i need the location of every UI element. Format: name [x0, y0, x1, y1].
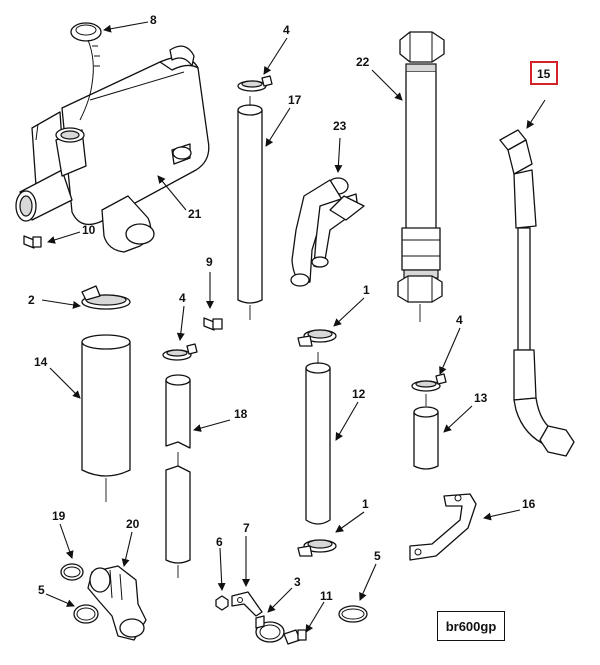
callout-4b[interactable]: 4	[179, 291, 186, 305]
clamp-1b	[297, 539, 337, 557]
hose-12	[305, 352, 331, 525]
callout-15[interactable]: 15	[537, 67, 551, 81]
callout-7[interactable]: 7	[243, 521, 250, 535]
callout-8[interactable]: 8	[150, 13, 157, 27]
highlight-box	[530, 61, 558, 85]
muffler-housing	[15, 45, 210, 253]
callout-1b[interactable]: 1	[362, 497, 369, 511]
clip-7	[231, 591, 263, 617]
clamp-4b	[162, 343, 198, 361]
bolt-9	[203, 317, 223, 331]
callout-19[interactable]: 19	[52, 509, 66, 523]
callout-6[interactable]: 6	[216, 535, 223, 549]
filler-cap	[70, 22, 102, 121]
callout-17[interactable]: 17	[288, 93, 302, 107]
elbow-20	[87, 565, 147, 641]
callout-5a[interactable]: 5	[38, 583, 45, 597]
callout-20[interactable]: 20	[126, 517, 140, 531]
callout-12[interactable]: 12	[352, 387, 366, 401]
callout-3[interactable]: 3	[294, 575, 301, 589]
callout-23[interactable]: 23	[333, 119, 347, 133]
oring-5b	[338, 605, 368, 623]
callout-4c[interactable]: 4	[456, 313, 463, 327]
bolt-10	[23, 235, 42, 249]
leader-lines	[41, 21, 546, 633]
bolt-11	[283, 629, 307, 645]
callout-22[interactable]: 22	[356, 55, 370, 69]
clamp-1a	[297, 329, 337, 347]
clamp-2	[81, 285, 131, 310]
clamp-4c	[411, 373, 447, 392]
oring-5a	[73, 604, 99, 624]
nut-6	[215, 595, 229, 611]
callout-9[interactable]: 9	[206, 255, 213, 269]
callout-21[interactable]: 21	[188, 207, 202, 221]
callout-14[interactable]: 14	[34, 355, 48, 369]
bracket-16	[409, 493, 477, 561]
callout-13[interactable]: 13	[474, 391, 488, 405]
callout-2[interactable]: 2	[28, 293, 35, 307]
callout-4[interactable]: 4	[283, 23, 290, 37]
hose-14	[81, 334, 131, 502]
hose-17	[237, 96, 263, 320]
fitting-23	[290, 177, 365, 287]
callout-1a[interactable]: 1	[363, 283, 370, 297]
diagram-id-label: br600gp	[437, 611, 505, 641]
callout-5b[interactable]: 5	[374, 549, 381, 563]
hose-13	[413, 394, 439, 470]
clamp-4a	[237, 75, 273, 92]
hose-22	[397, 31, 445, 322]
callout-11[interactable]: 11	[320, 589, 333, 603]
callout-16[interactable]: 16	[522, 497, 536, 511]
callout-labels: 8 4 22 15 17 23 21 10 9 2 4 1 14 18 12 4…	[28, 13, 551, 603]
callout-18[interactable]: 18	[234, 407, 248, 421]
hose-18	[165, 374, 191, 578]
oring-19	[60, 563, 84, 581]
callout-10[interactable]: 10	[82, 223, 96, 237]
line-15	[499, 129, 575, 457]
clamp-3	[255, 615, 285, 643]
